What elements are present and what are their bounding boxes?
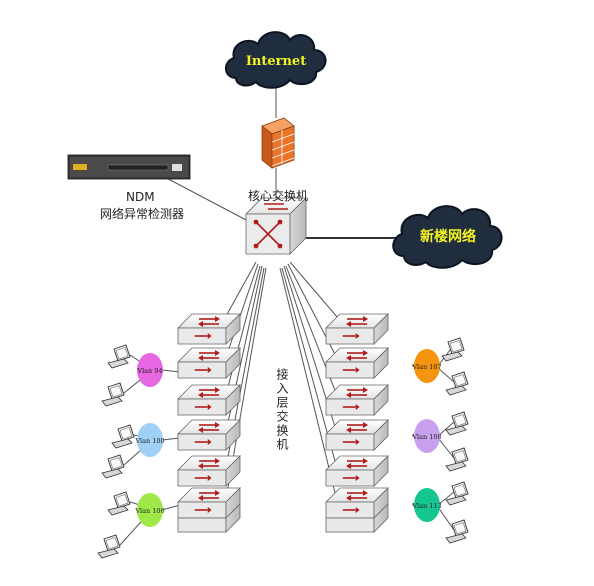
right-access-switch-stack — [325, 313, 389, 533]
host-pc-right-2 — [445, 371, 469, 396]
access-switch-left-6 — [177, 487, 241, 519]
host-pc-right-1 — [441, 337, 465, 362]
access-switch-right-1 — [325, 313, 389, 345]
vlan-94-bubble: Vlan 94 — [136, 353, 163, 387]
vlan-108-bubble: Vlan 108 — [411, 419, 442, 453]
host-pc-left-1 — [107, 344, 131, 369]
host-pc-left-6 — [97, 534, 121, 559]
vlan-107-bubble-label: Vlan 107 — [411, 363, 441, 371]
vlan-107-bubble: Vlan 107 — [411, 349, 442, 383]
host-pc-left-2 — [101, 382, 125, 407]
host-pc-left-5 — [107, 491, 131, 516]
link-ndm-core — [154, 171, 251, 223]
core-switch-icon — [245, 197, 307, 255]
vlan-113-bubble: Vlan 113 — [411, 488, 442, 522]
vlan-94-bubble-label: Vlan 94 — [136, 367, 162, 375]
internet-cloud-icon: Internet — [225, 31, 327, 89]
internet-label: Internet — [246, 54, 306, 69]
host-pc-left-3 — [111, 424, 135, 449]
access-switch-left-4 — [177, 419, 241, 451]
new-building-label: 新楼网络 — [420, 228, 476, 245]
ndm-appliance-icon — [67, 154, 191, 180]
vlan-100-bubble-label: Vlan 100 — [134, 437, 164, 445]
access-switch-left-1 — [177, 313, 241, 345]
vlan-100-bubble: Vlan 100 — [134, 423, 165, 457]
host-pc-right-5 — [445, 481, 469, 506]
access-switch-left-3 — [177, 384, 241, 416]
host-pc-right-4 — [445, 447, 469, 472]
vlan-113-bubble-label: Vlan 113 — [411, 502, 441, 510]
access-switch-left-2 — [177, 347, 241, 379]
core-switch-label: 核心交换机 — [248, 189, 309, 203]
access-switch-right-3 — [325, 384, 389, 416]
firewall-icon — [261, 117, 295, 169]
link-core-left-1 — [224, 261, 257, 319]
access-layer-label: 接入层交换机 — [275, 368, 289, 452]
access-switch-right-4 — [325, 419, 389, 451]
host-group — [97, 337, 469, 559]
vlan-108-bubble-label: Vlan 108 — [411, 433, 441, 441]
host-pc-right-3 — [445, 411, 469, 436]
link-core-right-1 — [289, 261, 339, 319]
vlan-106-bubble-label: Vlan 106 — [134, 507, 164, 515]
ndm-label-line1: NDM — [126, 190, 155, 204]
access-switch-right-2 — [325, 347, 389, 379]
access-switch-left-5 — [177, 455, 241, 487]
core-switch — [245, 197, 307, 255]
host-pc-right-6 — [445, 519, 469, 544]
new-building-cloud-icon: 新楼网络 — [392, 205, 503, 269]
ndm-label-line2: 网络异常检测器 — [100, 207, 185, 221]
access-switch-right-6 — [325, 487, 389, 519]
access-switch-left-base — [177, 503, 241, 533]
host-pc-left-4 — [101, 454, 125, 479]
access-switch-right-5 — [325, 455, 389, 487]
left-access-switch-stack — [177, 313, 241, 533]
access-switch-right-base — [325, 503, 389, 533]
vlan-106-bubble: Vlan 106 — [134, 493, 165, 527]
